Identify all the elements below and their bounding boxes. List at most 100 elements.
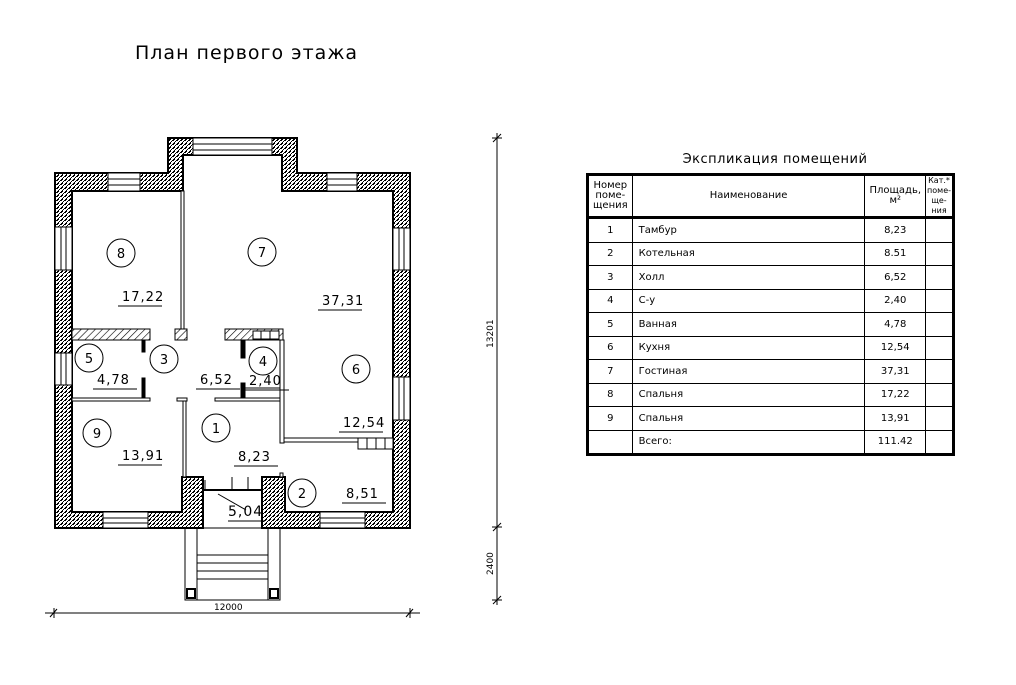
room-number-circle xyxy=(74,343,104,373)
cell-name: Кухня xyxy=(631,335,866,360)
cell-name: Гостиная xyxy=(631,359,866,384)
drawing-title: План первого этажа xyxy=(135,42,358,64)
cell-number: 9 xyxy=(587,406,633,431)
header-number: Номер поме- щения xyxy=(587,174,633,219)
cell-area: 12,54 xyxy=(864,335,927,360)
room-number: 7 xyxy=(258,246,266,261)
room-number: 8 xyxy=(117,247,125,262)
interior-walls xyxy=(71,190,394,478)
cell-area: 8,23 xyxy=(864,217,927,243)
room-label-8: 817,22 xyxy=(106,238,164,307)
depth-dimension-label: 13201 xyxy=(486,319,496,348)
table-title: Экспликация помещений xyxy=(682,152,868,167)
room-area: 6,52 xyxy=(200,373,233,388)
cell-name: Холл xyxy=(631,265,866,290)
room-label-3: 36,52 xyxy=(149,344,240,390)
room-number: 4 xyxy=(259,355,267,370)
cell-number: 3 xyxy=(587,265,633,290)
cell-area: 13,91 xyxy=(864,406,927,431)
cell-category xyxy=(925,429,954,455)
room-label-7: 737,31 xyxy=(247,237,364,311)
cell-category xyxy=(925,241,954,266)
cell-category xyxy=(925,382,954,407)
cell-category xyxy=(925,406,954,431)
room-number: 2 xyxy=(298,487,306,502)
room-schedule-table: Номер поме- щения Наименование Площадь, … xyxy=(586,173,955,456)
room-number-circle xyxy=(248,346,278,376)
cell-name: Тамбур xyxy=(631,217,866,243)
cell-number: 1 xyxy=(587,217,633,243)
cell-number: 2 xyxy=(587,241,633,266)
room-area: 13,91 xyxy=(122,449,164,464)
room-number-circle xyxy=(106,238,136,268)
room-number: 1 xyxy=(212,422,220,437)
cell-area: 2,40 xyxy=(864,288,927,313)
room-area: 4,78 xyxy=(97,373,130,388)
room-label-1: 18,23 xyxy=(201,413,278,467)
room-area: 8,23 xyxy=(238,450,271,465)
room-area: 17,22 xyxy=(122,290,164,305)
room-label-9: 913,91 xyxy=(82,418,164,466)
width-dimension xyxy=(45,608,420,618)
cell-area: 17,22 xyxy=(864,382,927,407)
cell-name: Всего: xyxy=(631,429,866,455)
cell-number: 5 xyxy=(587,312,633,337)
cell-category xyxy=(925,359,954,384)
header-category: Кат.* поме- ще- ния xyxy=(925,174,954,219)
room-number-circle xyxy=(287,478,317,508)
cell-area: 8.51 xyxy=(864,241,927,266)
header-area: Площадь, м² xyxy=(864,174,927,219)
room-area: 2,40 xyxy=(249,374,282,389)
windows xyxy=(54,137,411,529)
cell-name: Спальня xyxy=(631,382,866,407)
porch-dimension-label: 2400 xyxy=(486,552,496,575)
room-label-4: 42,40 xyxy=(245,346,289,391)
depth-dimension xyxy=(492,133,502,605)
cell-name: С-у xyxy=(631,288,866,313)
room-number: 3 xyxy=(160,353,168,368)
room-number-circle xyxy=(82,418,112,448)
room-label-6: 612,54 xyxy=(339,354,385,433)
cell-name: Котельная xyxy=(631,241,866,266)
header-name: Наименование xyxy=(631,174,866,219)
room-number-circle xyxy=(201,413,231,443)
cell-area: 37,31 xyxy=(864,359,927,384)
room-number-circle xyxy=(247,237,277,267)
porch-area: 5,04 xyxy=(228,504,263,520)
room-number: 9 xyxy=(93,427,101,442)
cell-name: Спальня xyxy=(631,406,866,431)
cell-name: Ванная xyxy=(631,312,866,337)
cell-category xyxy=(925,265,954,290)
room-number-circle xyxy=(341,354,371,384)
room-area: 12,54 xyxy=(343,416,385,431)
porch-stairs xyxy=(184,477,281,601)
cell-number: 7 xyxy=(587,359,633,384)
cell-category xyxy=(925,288,954,313)
cell-category xyxy=(925,312,954,337)
cell-area: 6,52 xyxy=(864,265,927,290)
table-row: Всего:111.42 xyxy=(587,429,954,455)
cell-category xyxy=(925,217,954,243)
cell-number: 8 xyxy=(587,382,633,407)
width-dimension-label: 12000 xyxy=(214,603,243,613)
cell-category xyxy=(925,335,954,360)
cell-number xyxy=(587,429,633,455)
room-area: 37,31 xyxy=(322,294,364,309)
room-area: 8,51 xyxy=(346,487,379,502)
room-label-5: 54,78 xyxy=(74,343,137,390)
cell-number: 4 xyxy=(587,288,633,313)
room-number: 5 xyxy=(85,352,93,367)
cell-area: 4,78 xyxy=(864,312,927,337)
room-number: 6 xyxy=(352,363,360,378)
